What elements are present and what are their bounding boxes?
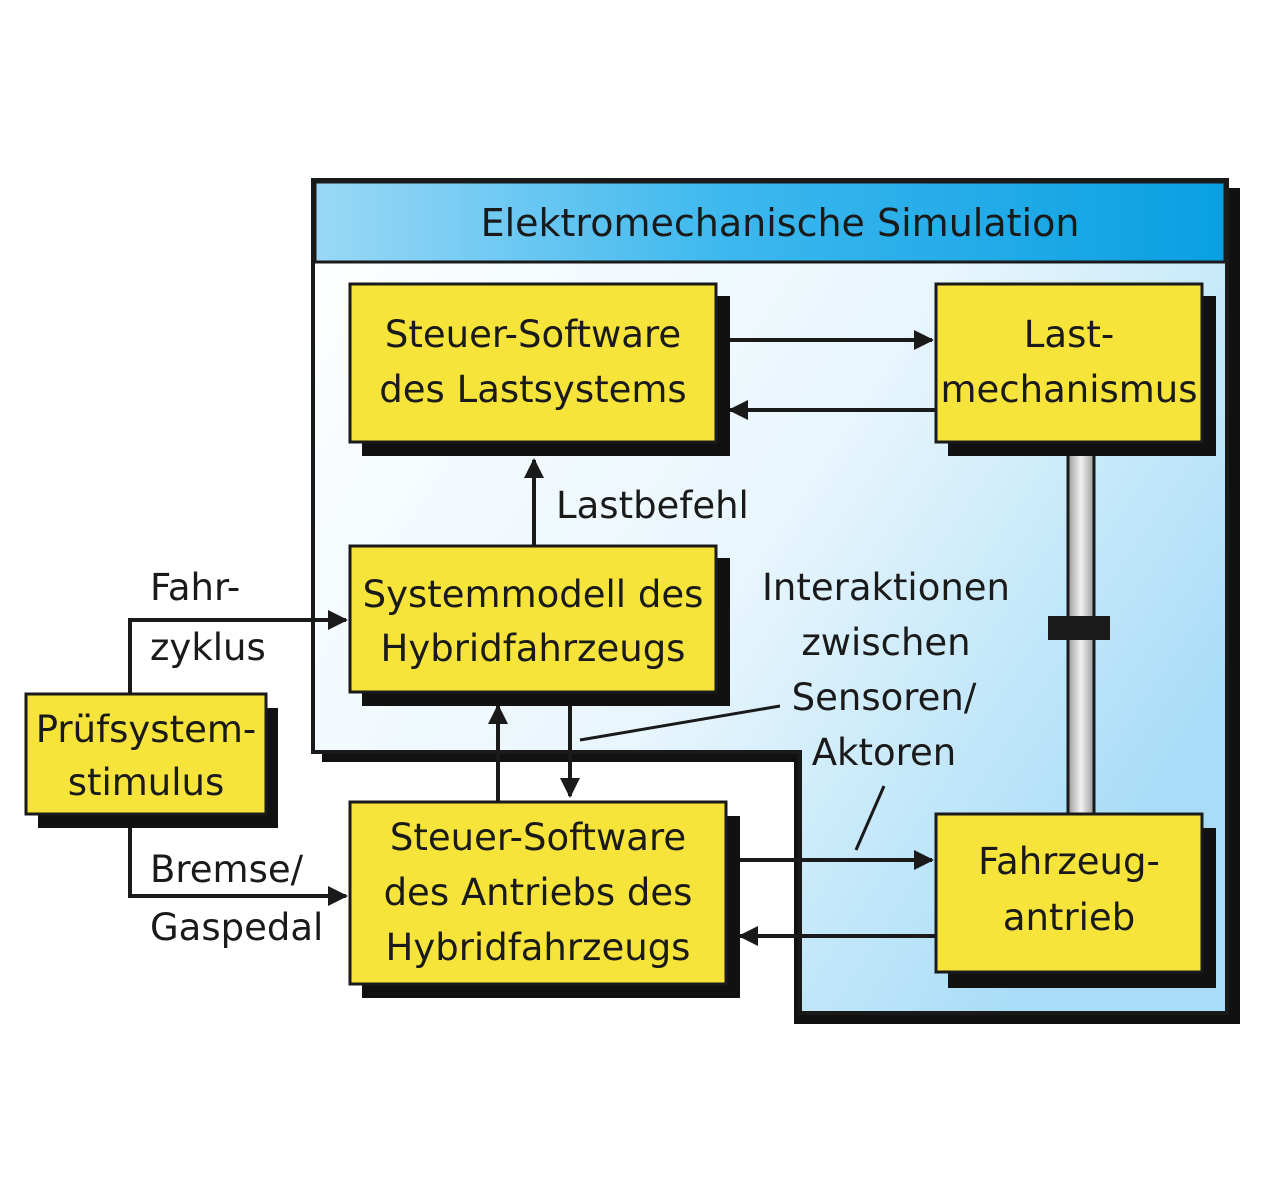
label-bremse-line1: Bremse/ [150,848,304,891]
label-interaktionen-line1: Interaktionen [762,566,1010,609]
box-steuer-antrieb-line1: Steuer-Software [390,816,686,859]
arrow-fahrzyklus [128,610,348,694]
label-lastbefehl: Lastbefehl [556,484,749,527]
box-lastmechanismus-line2: mechanismus [940,368,1197,411]
simulation-title: Elektromechanische Simulation [481,201,1080,245]
box-steuer-antrieb-line2: des Antriebs des [384,871,693,914]
box-fahrzeugantrieb-line2: antrieb [1003,896,1135,939]
box-steuer-last-line2: des Lastsystems [379,368,686,411]
label-bremse-line2: Gaspedal [150,906,323,949]
shaft-coupling [1048,616,1110,640]
box-fahrzeugantrieb: Fahrzeug- antrieb [934,812,1216,988]
leader-line-lower [854,785,886,851]
leader-line-upper [579,704,781,742]
box-steuer-software-lastsystem: Steuer-Software des Lastsystems [348,282,730,456]
arrow-bremse-gaspedal [128,814,348,906]
box-systemmodell-line1: Systemmodell des [363,573,704,616]
box-systemmodell: Systemmodell des Hybridfahrzeugs [348,544,730,706]
box-steuer-software-antrieb: Steuer-Software des Antriebs des Hybridf… [348,800,740,998]
label-fahrzyklus-line2: zyklus [150,626,266,669]
simulation-title-bar [313,180,1227,264]
box-lastmechanismus: Last- mechanismus [934,282,1216,456]
label-fahrzyklus-line1: Fahr- [150,566,240,609]
label-interaktionen-line2: zwischen [801,621,970,664]
box-pruefsystem-line2: stimulus [68,761,225,804]
box-fahrzeugantrieb-line1: Fahrzeug- [978,840,1160,883]
box-lastmechanismus-line1: Last- [1024,313,1114,356]
label-interaktionen-line4: Aktoren [812,731,957,774]
box-pruefsystem-stimulus: Prüfsystem- stimulus [24,692,278,828]
box-systemmodell-line2: Hybridfahrzeugs [381,627,686,670]
box-steuer-antrieb-line3: Hybridfahrzeugs [386,926,691,969]
box-steuer-last-line1: Steuer-Software [385,313,681,356]
box-pruefsystem-line1: Prüfsystem- [36,708,256,751]
label-interaktionen-line3: Sensoren/ [792,676,977,719]
